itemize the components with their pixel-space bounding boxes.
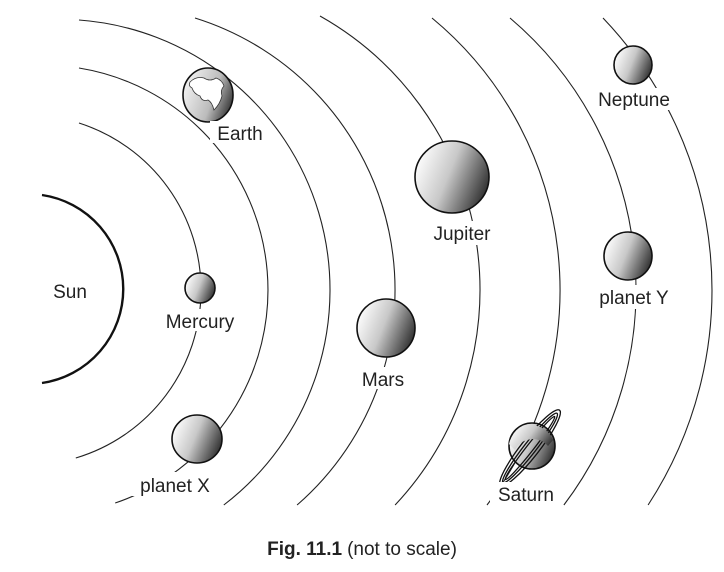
mercury-planet (184, 272, 216, 304)
earth-planet (182, 67, 234, 123)
figure-number: Fig. 11.1 (267, 539, 342, 560)
mars-planet (356, 298, 416, 358)
neptune-planet (613, 45, 653, 85)
planet-y (603, 231, 653, 281)
saturn-planet (498, 409, 562, 487)
neptune-label: Neptune (598, 90, 670, 111)
planet-y-label: planet Y (599, 288, 669, 309)
jupiter-planet (414, 140, 490, 214)
jupiter-label: Jupiter (433, 224, 491, 245)
orbit-line-3 (78, 19, 331, 506)
planet-x-label: planet X (140, 476, 210, 497)
mercury-label: Mercury (166, 312, 235, 333)
mars-label: Mars (362, 370, 404, 391)
orbit-line-8 (602, 17, 713, 506)
orbit-line-1 (75, 122, 202, 459)
earth-continents (188, 77, 225, 111)
orbit-line-5 (319, 15, 481, 506)
figure-caption: Fig. 11.1(not to scale) (267, 539, 457, 560)
sun-label: Sun (53, 282, 87, 303)
orbit-line-4 (194, 17, 396, 506)
sun-outline (41, 193, 125, 385)
planet-x (171, 414, 223, 464)
saturn-label: Saturn (498, 485, 554, 506)
figure-note: (not to scale) (347, 539, 457, 560)
earth-label: Earth (217, 124, 262, 145)
